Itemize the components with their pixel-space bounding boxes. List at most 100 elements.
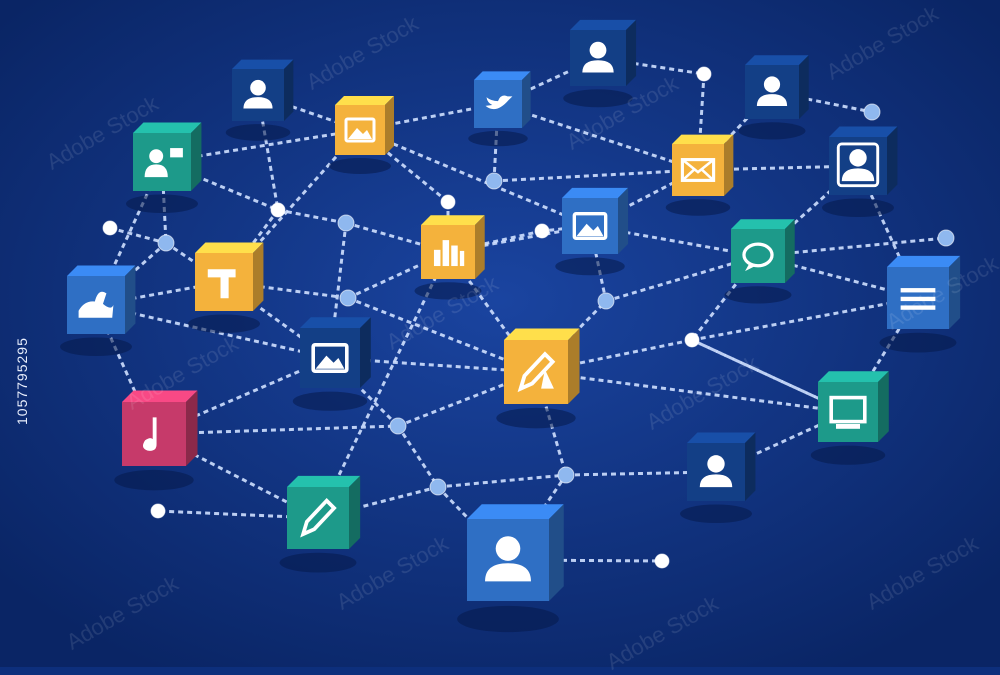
icon-cube — [122, 390, 198, 466]
cube-top — [474, 71, 531, 80]
photo-icon — [311, 343, 349, 373]
monitor-icon — [829, 395, 867, 429]
cube-side — [785, 219, 795, 283]
cube-side — [568, 328, 580, 404]
network-node — [937, 229, 955, 247]
cube-side — [887, 126, 898, 196]
cube-front — [672, 144, 724, 196]
connector-line — [446, 251, 538, 373]
icon-cube — [474, 71, 531, 128]
network-node — [485, 172, 503, 190]
cube-side — [745, 432, 756, 501]
connector-line — [328, 356, 400, 428]
music-icon — [142, 417, 157, 451]
user-icon — [243, 79, 273, 109]
cube-shadow — [810, 445, 886, 465]
connector-line — [447, 229, 543, 254]
cube-top — [829, 126, 898, 137]
icon-cube — [67, 265, 136, 334]
connector-line — [222, 128, 362, 284]
cube-side — [522, 71, 531, 128]
connector-line — [161, 128, 361, 164]
cube-top — [672, 134, 734, 144]
network-node — [863, 103, 881, 121]
cube-front — [818, 382, 878, 442]
icon-cube — [818, 371, 889, 442]
cube-side — [949, 255, 961, 329]
icon-cube — [232, 59, 294, 121]
cube-top — [818, 371, 889, 382]
chat-icon — [742, 242, 774, 272]
document-icon — [900, 288, 936, 310]
chart-icon — [433, 240, 465, 267]
icon-cube — [421, 215, 485, 279]
icon-cube — [195, 242, 264, 311]
cube-shadow — [126, 194, 198, 214]
cube-top — [745, 55, 809, 65]
cube-front — [562, 198, 618, 254]
icon-cube — [687, 432, 756, 501]
network-node — [557, 466, 575, 484]
edit-icon — [517, 351, 556, 393]
network-node — [102, 220, 118, 236]
cube-side — [385, 96, 394, 155]
cube-shadow — [496, 407, 576, 429]
cube-shadow — [188, 314, 260, 334]
image-icon — [344, 117, 376, 143]
cube-side — [284, 59, 294, 121]
mail-icon — [680, 158, 716, 182]
icon-cube — [731, 219, 795, 283]
cube-top — [687, 432, 756, 443]
cube-side — [191, 122, 202, 192]
network-node — [389, 417, 407, 435]
icon-cube — [300, 317, 371, 388]
connector-line — [493, 168, 699, 183]
cube-side — [878, 371, 889, 442]
pen-icon — [300, 497, 337, 538]
network-node — [440, 194, 456, 210]
cube-top — [570, 19, 637, 30]
cube-top — [67, 265, 136, 276]
cube-top — [300, 317, 371, 328]
cube-shadow — [555, 257, 625, 276]
user-icon — [582, 41, 614, 73]
connector-line — [328, 222, 348, 359]
cube-shadow — [724, 286, 792, 304]
user-icon — [699, 455, 733, 488]
stock-id-label: 1057795295 — [14, 337, 30, 425]
connector-line — [771, 90, 873, 114]
cube-side — [125, 265, 136, 334]
bird-icon — [485, 95, 513, 110]
icon-cube — [829, 126, 898, 196]
user-icon — [756, 76, 788, 107]
connector-line — [397, 370, 537, 428]
cube-top — [562, 187, 629, 198]
cube-shadow — [457, 605, 559, 633]
user-icon — [485, 536, 531, 582]
connector-line — [437, 473, 567, 489]
network-node — [339, 289, 357, 307]
cube-shadow — [279, 552, 357, 573]
connector-line — [497, 102, 699, 172]
cube-top — [731, 219, 795, 229]
connector-line — [359, 128, 591, 228]
cube-side — [618, 187, 629, 254]
connector-line — [329, 356, 537, 374]
network-node — [270, 202, 286, 218]
cube-front — [504, 340, 568, 404]
cube-top — [467, 504, 564, 519]
cube-front — [300, 328, 360, 388]
cube-shadow — [665, 199, 731, 216]
icon-cube — [745, 55, 809, 119]
network-node — [534, 223, 550, 239]
cube-shadow — [60, 337, 132, 357]
connector-line — [565, 470, 717, 477]
cube-front — [335, 105, 385, 155]
icon-cube — [570, 19, 637, 86]
cube-side — [626, 19, 637, 86]
connector-line — [277, 208, 347, 225]
cube-top — [335, 96, 394, 105]
cube-top — [504, 328, 580, 340]
icon-cube — [287, 475, 361, 549]
